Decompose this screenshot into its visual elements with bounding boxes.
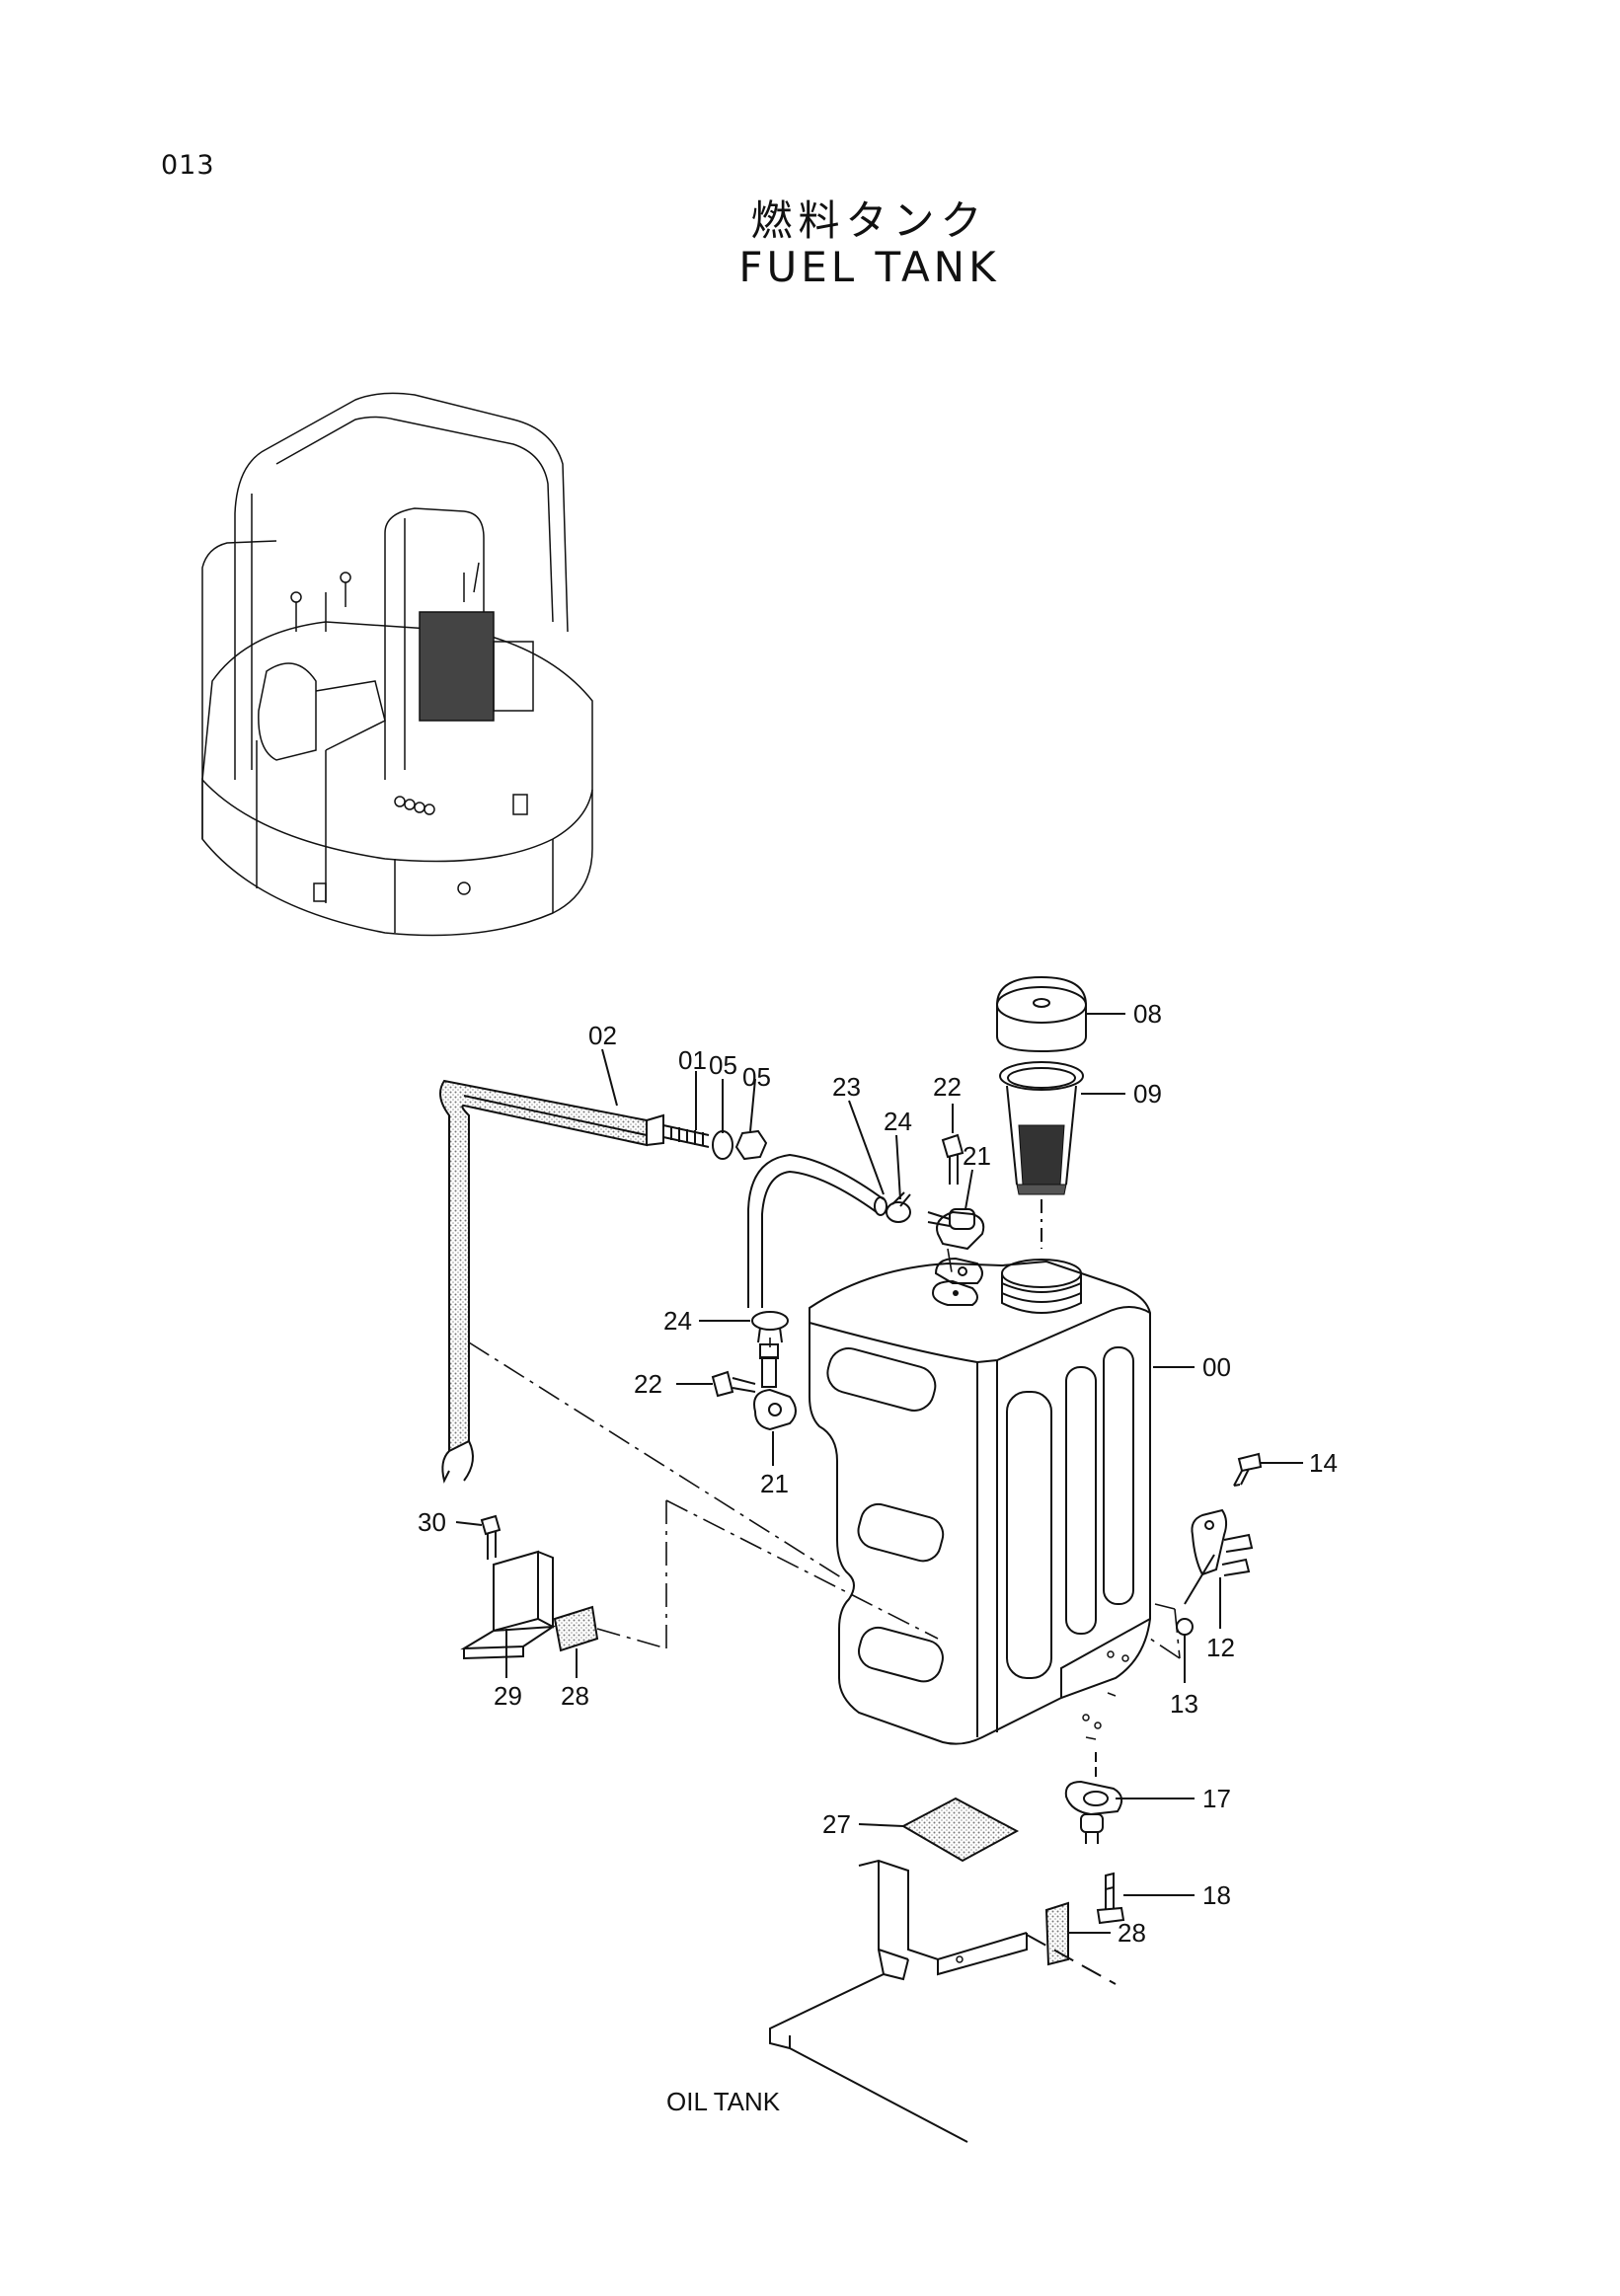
label-22-left: 22 bbox=[634, 1369, 662, 1399]
label-29: 29 bbox=[494, 1681, 522, 1711]
label-13: 13 bbox=[1170, 1689, 1198, 1719]
label-23: 23 bbox=[832, 1072, 861, 1102]
label-01: 01 bbox=[678, 1045, 707, 1075]
label-00: 00 bbox=[1202, 1352, 1231, 1382]
label-18: 18 bbox=[1202, 1880, 1231, 1910]
label-17: 17 bbox=[1202, 1784, 1231, 1813]
fuel-tank-body bbox=[809, 1259, 1151, 1745]
label-27: 27 bbox=[822, 1809, 851, 1839]
label-08: 08 bbox=[1133, 999, 1162, 1029]
label-02: 02 bbox=[588, 1021, 617, 1050]
label-21-left: 21 bbox=[760, 1469, 789, 1498]
excavator-overview-illustration bbox=[201, 392, 593, 937]
hose-23-part bbox=[747, 1153, 911, 1343]
oil-tank-bracket bbox=[769, 1859, 1117, 2143]
cap-and-strainer bbox=[996, 975, 1087, 1249]
title-japanese: 燃料タンク bbox=[0, 188, 1620, 248]
page-number: 013 bbox=[161, 150, 215, 181]
label-24-left: 24 bbox=[663, 1306, 692, 1336]
label-05a: 05 bbox=[709, 1050, 737, 1080]
label-28-left: 28 bbox=[561, 1681, 589, 1711]
label-22-top: 22 bbox=[933, 1072, 962, 1102]
callout-labels: 00 01 02 05 05 08 09 12 13 14 17 18 21 2… bbox=[418, 999, 1338, 2116]
label-12: 12 bbox=[1206, 1633, 1235, 1662]
drain-group bbox=[1064, 1752, 1125, 1925]
assembly-lines bbox=[468, 1248, 1181, 1659]
left-fitting-group bbox=[711, 1343, 797, 1431]
oil-tank-label: OIL TANK bbox=[666, 2087, 781, 2116]
label-21-top: 21 bbox=[963, 1141, 991, 1171]
leader-lines bbox=[455, 1013, 1303, 1934]
label-24-top: 24 bbox=[884, 1107, 912, 1136]
label-05b: 05 bbox=[742, 1062, 771, 1092]
strap-02-part bbox=[439, 1079, 768, 1484]
title-jp-text: 燃料タンク bbox=[750, 196, 988, 245]
label-30: 30 bbox=[418, 1507, 446, 1537]
label-14: 14 bbox=[1309, 1448, 1338, 1478]
pads-and-bracket bbox=[460, 1514, 1069, 1966]
title-en-text: FUEL TANK bbox=[738, 243, 1000, 291]
gauge-group bbox=[1176, 1452, 1263, 1636]
label-28-bottom: 28 bbox=[1118, 1918, 1146, 1948]
title-english: FUEL TANK bbox=[0, 243, 1620, 291]
label-09: 09 bbox=[1133, 1079, 1162, 1109]
